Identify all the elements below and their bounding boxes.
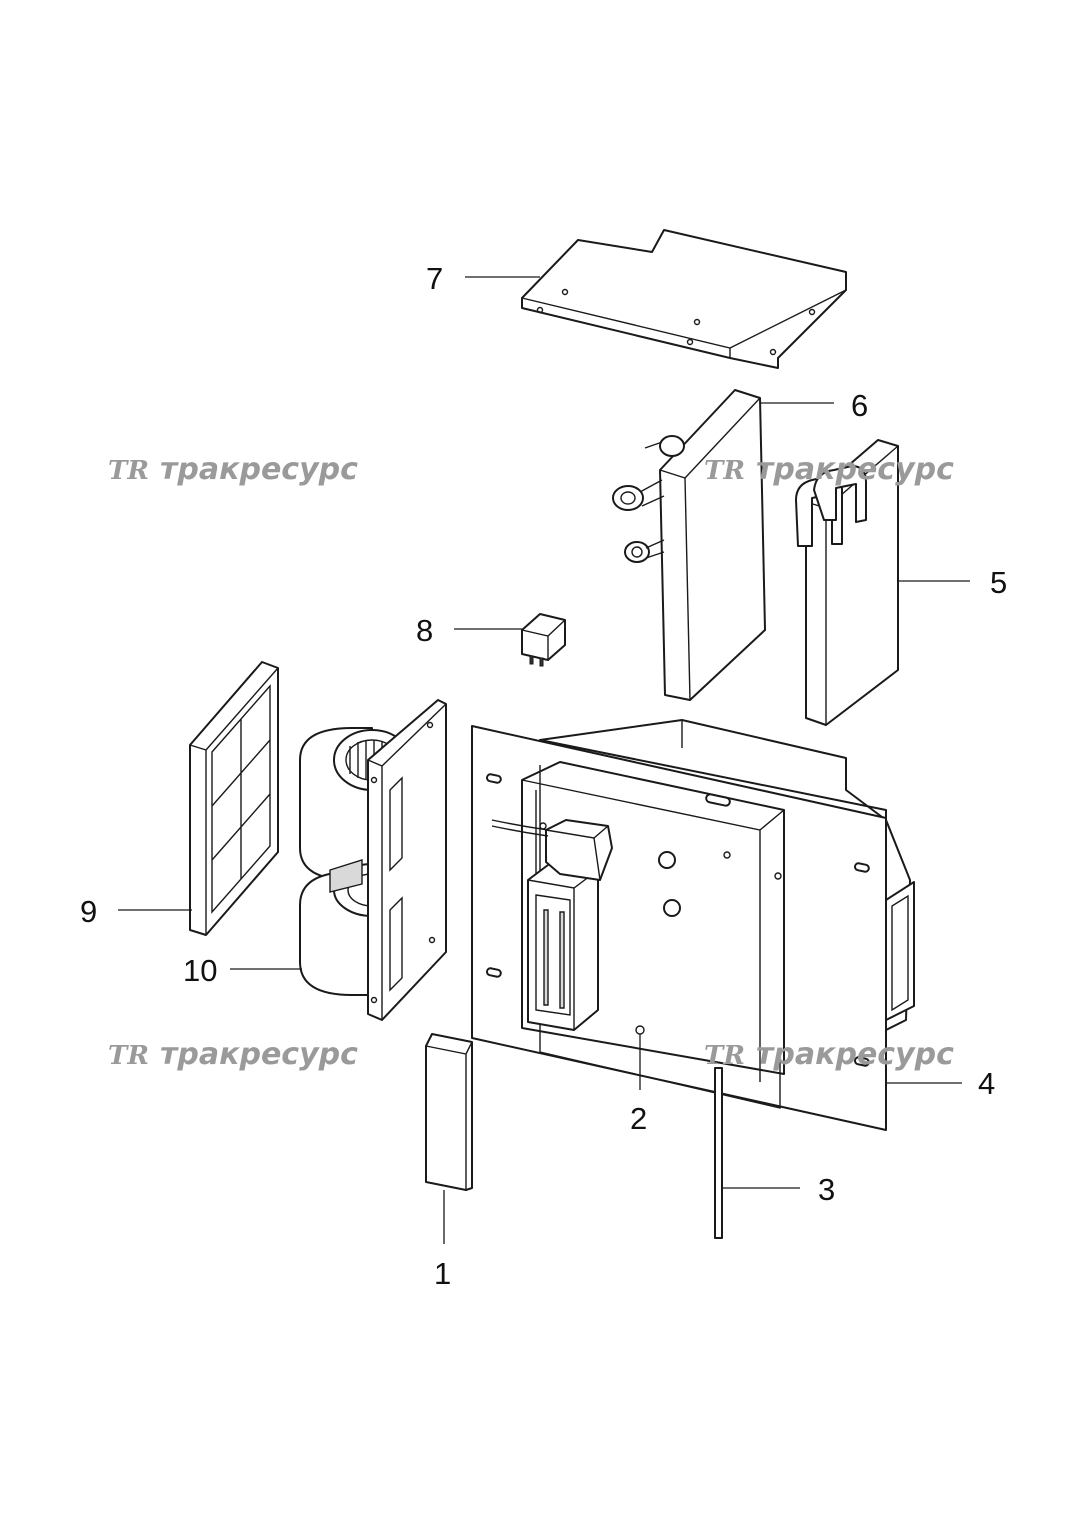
callout-4: 4 — [978, 1066, 995, 1101]
part-5-evaporator — [795, 439, 899, 726]
watermark-top-right: TR тракресурс — [704, 452, 954, 487]
watermark-logo: TR — [704, 1041, 745, 1071]
part-6-heater-core — [612, 389, 766, 701]
callout-7: 7 — [426, 261, 443, 296]
callout-1: 1 — [434, 1256, 451, 1291]
watermark-bottom-right: TR тракресурс — [704, 1037, 954, 1072]
part-4-housing — [471, 719, 915, 1131]
part-7-cover-plate — [521, 229, 847, 369]
part-1-foam-strip — [425, 1033, 473, 1191]
watermark-logo: TR — [704, 456, 745, 486]
callout-9: 9 — [80, 894, 97, 929]
callout-8: 8 — [416, 613, 433, 648]
callout-labels: 7 6 5 8 9 10 2 4 3 1 — [80, 261, 1007, 1291]
part-9-air-filter — [189, 661, 279, 936]
watermark-text: тракресурс — [756, 452, 954, 487]
callout-6: 6 — [851, 388, 868, 423]
watermark-bottom-left: TR тракресурс — [108, 1037, 358, 1072]
callout-3: 3 — [818, 1172, 835, 1207]
watermark-logo: TR — [108, 1041, 149, 1071]
callout-2: 2 — [630, 1101, 647, 1136]
watermark-text: тракресурс — [756, 1037, 954, 1072]
watermark-text: тракресурс — [160, 1037, 358, 1072]
part-3-drain-tube — [714, 1067, 723, 1239]
part-10-blower — [299, 699, 447, 1021]
callout-10: 10 — [183, 953, 217, 988]
callout-5: 5 — [990, 565, 1007, 600]
watermark-text: тракресурс — [160, 452, 358, 487]
leader-lines — [118, 276, 970, 1244]
watermark-logo: TR — [108, 456, 149, 486]
part-8-relay — [521, 613, 566, 667]
watermark-top-left: TR тракресурс — [108, 452, 358, 487]
